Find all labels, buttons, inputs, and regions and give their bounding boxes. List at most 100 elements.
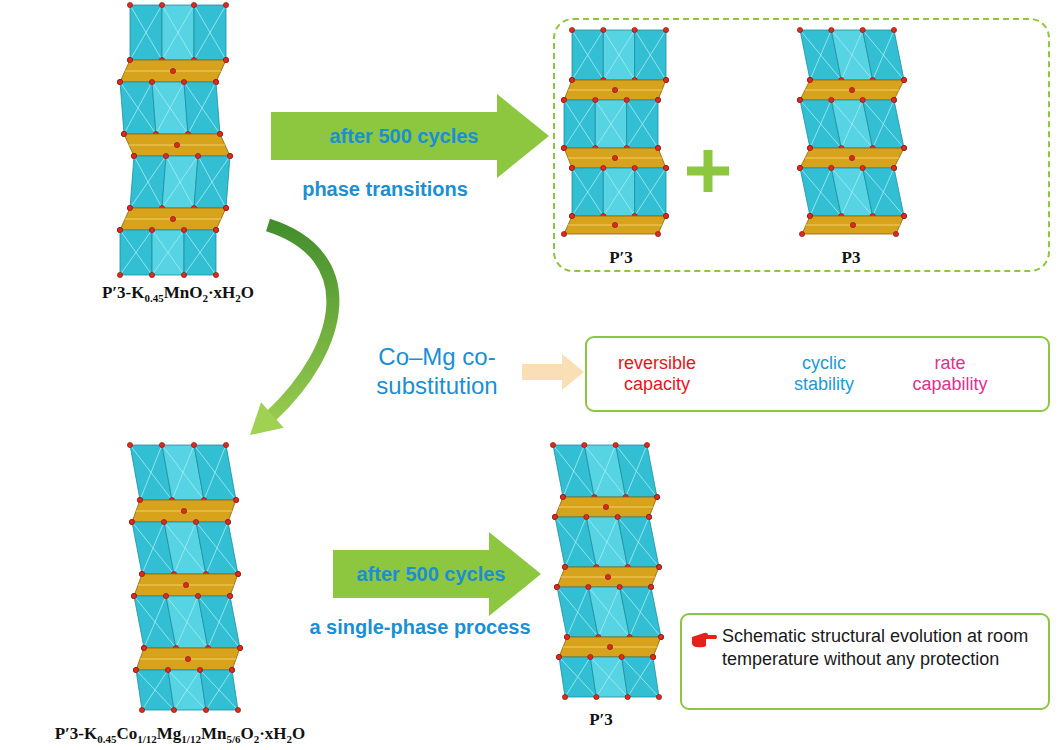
octahedron-edge bbox=[142, 522, 164, 574]
oxygen-atom bbox=[141, 645, 146, 650]
oxygen-atom bbox=[655, 97, 660, 102]
mno6-octahedron bbox=[184, 230, 216, 275]
oxygen-atom bbox=[569, 77, 574, 82]
octahedron-edge bbox=[873, 100, 894, 148]
octahedron-edge bbox=[628, 657, 653, 697]
oxygen-atom bbox=[663, 165, 668, 170]
oxygen-atom bbox=[552, 514, 557, 519]
oxygen-atom bbox=[849, 155, 854, 160]
octahedron-edge bbox=[172, 445, 194, 500]
oxygen-atom bbox=[612, 87, 617, 92]
octahedron-edge bbox=[136, 670, 174, 710]
arrow-head bbox=[250, 402, 284, 435]
octahedron-edge bbox=[204, 445, 226, 500]
k-layer bbox=[134, 574, 238, 596]
octahedron-edge bbox=[130, 5, 162, 60]
oxygen-atom bbox=[860, 97, 865, 102]
octahedron-edge bbox=[564, 100, 595, 148]
octahedron-edge bbox=[595, 100, 626, 148]
oxygen-atom bbox=[139, 571, 144, 576]
oxygen-atom bbox=[213, 79, 218, 84]
oxygen-atom bbox=[646, 514, 651, 519]
oxygen-atom bbox=[561, 231, 566, 236]
oxygen-atom bbox=[569, 27, 574, 32]
octahedron-edge bbox=[863, 168, 904, 216]
property-text: reversible capacity bbox=[605, 353, 709, 394]
octahedron-edge bbox=[162, 5, 194, 60]
octahedron-edge bbox=[572, 168, 603, 216]
mno6-octahedron bbox=[200, 670, 238, 710]
mno6-octahedron bbox=[194, 156, 230, 208]
oxygen-atom bbox=[137, 497, 142, 502]
octahedron-edge bbox=[196, 522, 238, 574]
octahedron-edge bbox=[572, 30, 603, 80]
oxygen-atom bbox=[860, 27, 865, 32]
oxygen-atom bbox=[171, 707, 176, 712]
oxygen-atom bbox=[655, 145, 660, 150]
property-text: rate capability bbox=[898, 353, 1002, 394]
mno6-octahedron bbox=[184, 82, 220, 134]
oxygen-atom bbox=[170, 216, 175, 221]
oxygen-atom bbox=[181, 508, 186, 513]
oxygen-atom bbox=[613, 442, 618, 447]
octahedron-edge bbox=[120, 230, 152, 275]
oxygen-atom bbox=[891, 165, 896, 170]
octahedron-edge bbox=[626, 445, 647, 497]
structure-label: P′3-K0.45MnO2·xH2O bbox=[88, 283, 268, 305]
oxygen-atom bbox=[901, 77, 906, 82]
oxygen-atom bbox=[650, 654, 655, 659]
oxygen-atom bbox=[556, 654, 561, 659]
octahedron-edge bbox=[595, 100, 626, 148]
mno6-octahedron bbox=[863, 30, 904, 80]
oxygen-atom bbox=[901, 145, 906, 150]
oxygen-atom bbox=[117, 227, 122, 232]
oxygen-atom bbox=[197, 667, 202, 672]
octahedron-edge bbox=[142, 670, 168, 710]
oxygen-atom bbox=[149, 227, 154, 232]
octahedron-edge bbox=[162, 5, 194, 60]
oxygen-atom bbox=[797, 165, 802, 170]
mno6-octahedron bbox=[616, 445, 657, 497]
oxygen-atom bbox=[560, 494, 565, 499]
octahedron-edge bbox=[603, 168, 634, 216]
mno6-octahedron bbox=[152, 82, 188, 134]
oxygen-atom bbox=[617, 584, 622, 589]
oxygen-atom bbox=[901, 145, 906, 150]
octahedron-edge bbox=[559, 657, 596, 697]
mno6-octahedron bbox=[863, 168, 904, 216]
mno6-octahedron bbox=[618, 517, 659, 567]
oxygen-atom bbox=[550, 442, 555, 447]
mno6-octahedron bbox=[863, 100, 904, 148]
octahedron-edge bbox=[194, 156, 230, 208]
octahedron-edge bbox=[635, 168, 666, 216]
oxygen-atom bbox=[569, 213, 574, 218]
oxygen-atom bbox=[229, 667, 234, 672]
oxygen-atom bbox=[860, 165, 865, 170]
oxygen-atom bbox=[593, 97, 598, 102]
octahedron-edge bbox=[140, 445, 162, 500]
mno6-octahedron bbox=[620, 587, 661, 637]
oxygen-atom bbox=[554, 584, 559, 589]
octahedron-edge bbox=[567, 587, 588, 637]
oxygen-atom bbox=[654, 494, 659, 499]
octahedron-edge bbox=[627, 100, 658, 148]
oxygen-atom bbox=[562, 564, 567, 569]
octahedron-edge bbox=[162, 156, 198, 208]
mno6-octahedron bbox=[168, 670, 206, 710]
oxygen-atom bbox=[225, 519, 230, 524]
oxygen-atom bbox=[193, 519, 198, 524]
oxygen-atom bbox=[237, 645, 242, 650]
oxygen-atom bbox=[217, 131, 222, 136]
octahedron-edge bbox=[596, 517, 617, 567]
oxygen-atom bbox=[131, 153, 136, 158]
subscript: 1/12 bbox=[181, 733, 201, 745]
octahedron-edge bbox=[184, 230, 216, 275]
octahedron-edge bbox=[622, 657, 659, 697]
oxygen-atom bbox=[663, 165, 668, 170]
oxygen-atom bbox=[849, 87, 854, 92]
oxygen-atom bbox=[133, 667, 138, 672]
oxygen-atom bbox=[235, 707, 240, 712]
oxygen-atom bbox=[139, 707, 144, 712]
oxygen-atom bbox=[564, 634, 569, 639]
oxygen-atom bbox=[165, 667, 170, 672]
